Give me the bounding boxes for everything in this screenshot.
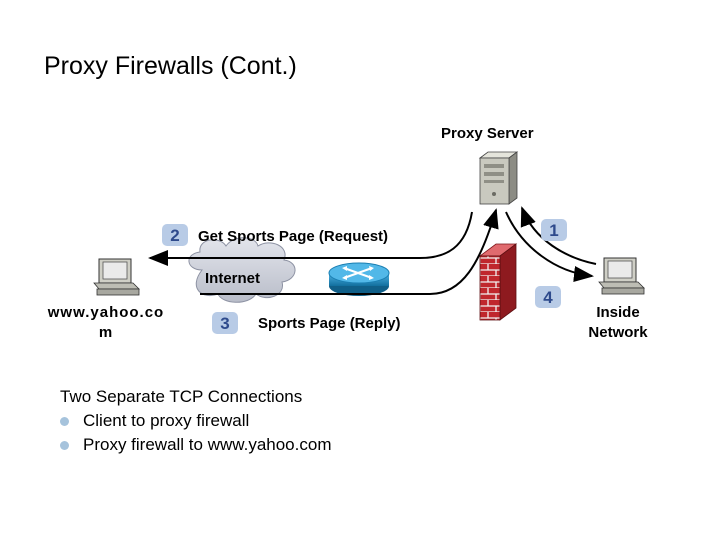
inside-network-label: Inside Network <box>578 303 658 343</box>
firewall-icon <box>478 243 518 321</box>
inside-network-label-line1: Inside <box>596 304 640 321</box>
internet-label: Internet <box>205 270 261 287</box>
client-to-proxy-arrow <box>520 206 597 265</box>
bullet-dot-icon <box>60 416 69 426</box>
step-badge-2: 2 <box>162 224 188 246</box>
yahoo-label-line1: www.yahoo.co <box>47 304 165 321</box>
svg-text:3: 3 <box>220 314 229 333</box>
connection-arrows <box>148 206 597 295</box>
bullet-item-2-text: Proxy firewall to www.yahoo.com <box>83 435 332 454</box>
yahoo-label-line2: m <box>98 324 114 341</box>
inside-network-label-line2: Network <box>588 324 648 341</box>
bullet-list: Two Separate TCP Connections Client to p… <box>60 385 331 457</box>
router-icon <box>328 262 390 296</box>
client-computer-icon <box>598 257 645 295</box>
bullet-heading: Two Separate TCP Connections <box>60 387 303 406</box>
svg-text:1: 1 <box>549 221 558 240</box>
bullet-dot-icon <box>60 440 69 450</box>
slide-title: Proxy Firewalls (Cont.) <box>44 52 297 80</box>
web-server-computer-icon <box>93 258 140 296</box>
bullet-item-1-text: Client to proxy firewall <box>83 411 250 430</box>
step-badge-4: 4 <box>535 286 561 308</box>
yahoo-label: www.yahoo.co m <box>44 303 168 343</box>
proxy-server-label: Proxy Server <box>441 125 534 142</box>
svg-text:2: 2 <box>170 226 179 245</box>
reply-arrow <box>200 208 499 295</box>
proxy-to-client-arrow <box>505 211 594 282</box>
request-arrow <box>148 211 473 266</box>
bullet-item-1: Client to proxy firewall <box>60 409 331 433</box>
step-badge-1: 1 <box>541 219 567 241</box>
internet-cloud-icon <box>188 237 296 303</box>
bullet-item-2: Proxy firewall to www.yahoo.com <box>60 433 331 457</box>
reply-label: Sports Page (Reply) <box>258 315 401 332</box>
request-label: Get Sports Page (Request) <box>198 228 389 245</box>
svg-text:4: 4 <box>543 288 553 307</box>
proxy-server-icon <box>478 151 519 205</box>
step-badge-3: 3 <box>212 312 238 334</box>
